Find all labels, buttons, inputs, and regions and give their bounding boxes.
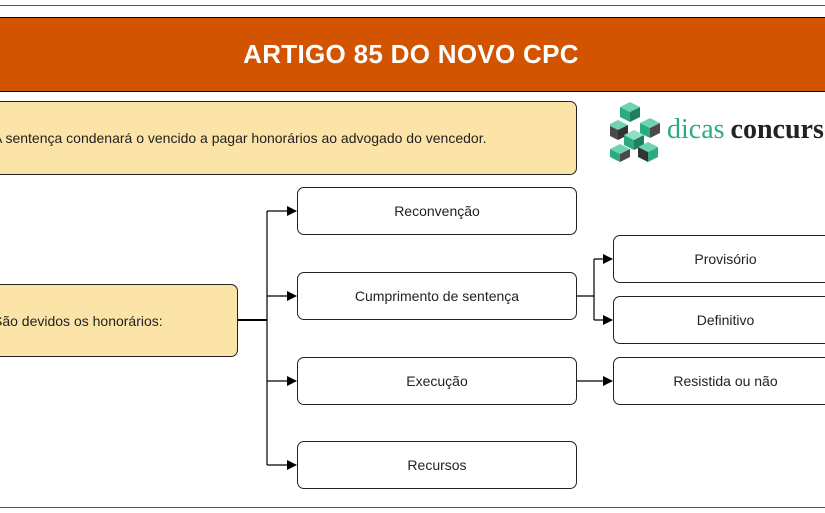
node-provisorio-label: Provisório xyxy=(694,251,757,267)
node-resistida-ou-nao: Resistida ou não xyxy=(613,357,825,405)
page-title: ARTIGO 85 DO NOVO CPC xyxy=(243,39,579,69)
cube-cluster-icon xyxy=(610,102,660,162)
node-definitivo-label: Definitivo xyxy=(696,312,755,328)
brand-logo: dicasconcursos xyxy=(610,100,825,164)
logo-wordmark: dicasconcursos xyxy=(667,114,825,146)
node-recursos: Recursos xyxy=(297,441,577,489)
node-provisorio: Provisório xyxy=(613,235,825,283)
node-resistida-label: Resistida ou não xyxy=(673,373,778,389)
root-node-label: São devidos os honorários: xyxy=(0,312,163,329)
statement-text: A sentença condenará o vencido a pagar h… xyxy=(0,130,487,146)
node-execucao: Execução xyxy=(297,357,577,405)
node-recursos-label: Recursos xyxy=(407,457,467,473)
title-banner: ARTIGO 85 DO NOVO CPC xyxy=(0,17,825,92)
node-reconvencao: Reconvenção xyxy=(297,187,577,235)
node-execucao-label: Execução xyxy=(406,373,468,389)
frame-top-border xyxy=(0,5,825,6)
node-definitivo: Definitivo xyxy=(613,296,825,344)
node-cumprimento-label: Cumprimento de sentença xyxy=(354,288,520,304)
logo-word-concursos: concursos xyxy=(730,114,825,145)
frame-bottom-border xyxy=(0,507,825,508)
node-reconvencao-label: Reconvenção xyxy=(394,203,480,219)
node-cumprimento-de-sentenca: Cumprimento de sentença xyxy=(297,272,577,320)
statement-box: A sentença condenará o vencido a pagar h… xyxy=(0,101,577,175)
logo-word-dicas: dicas xyxy=(667,114,725,145)
root-node: São devidos os honorários: xyxy=(0,284,238,357)
